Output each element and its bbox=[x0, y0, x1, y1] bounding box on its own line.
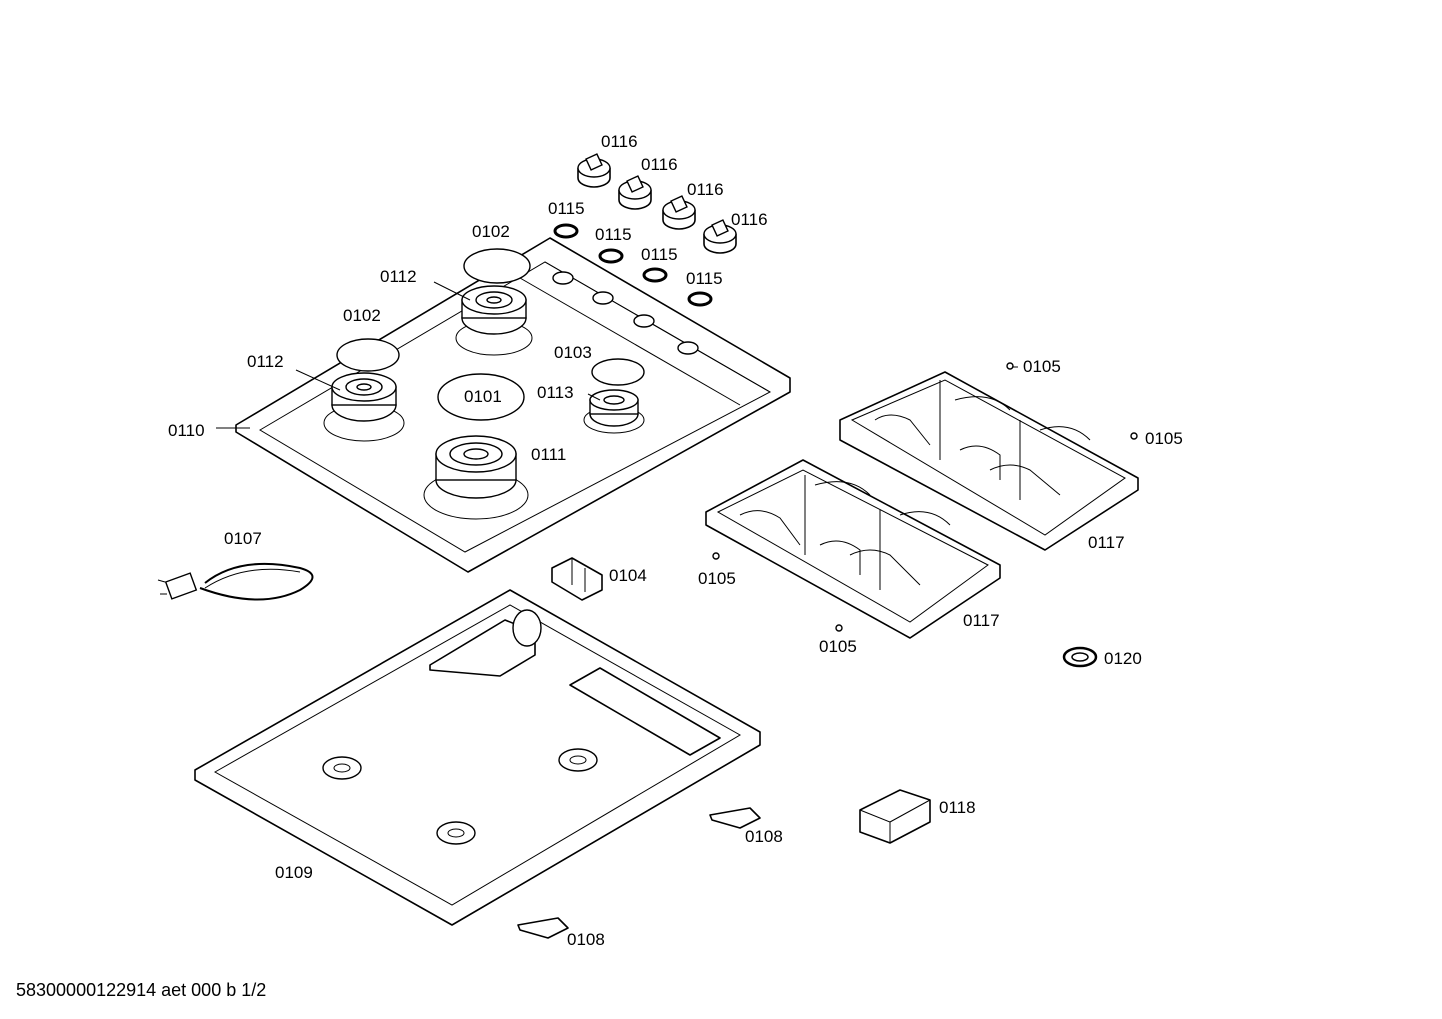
screw-1 bbox=[1006, 362, 1014, 370]
knob-4 bbox=[703, 219, 737, 254]
power-cable bbox=[157, 562, 314, 601]
knob-2 bbox=[618, 175, 652, 210]
label-knob-1: 0116 bbox=[601, 132, 638, 151]
label-ring-1: 0115 bbox=[548, 199, 585, 218]
label-cap-large-1: 0102 bbox=[472, 222, 510, 241]
ring-3 bbox=[642, 267, 668, 283]
bracket bbox=[551, 557, 603, 601]
burner-0113-small bbox=[589, 389, 639, 427]
screw-2 bbox=[1130, 432, 1138, 440]
label-bottom-tray: 0109 bbox=[275, 863, 313, 882]
cap-0102-lower bbox=[336, 338, 400, 372]
label-cap-small: 0103 bbox=[554, 343, 592, 362]
label-box: 0118 bbox=[939, 798, 976, 817]
label-cable: 0107 bbox=[224, 529, 262, 548]
knob-3 bbox=[662, 195, 696, 230]
cap-0101-center bbox=[437, 373, 525, 421]
label-grate-1: 0117 bbox=[1088, 533, 1125, 552]
label-hob-top: 0110 bbox=[168, 421, 205, 440]
label-clip-2: 0108 bbox=[567, 930, 605, 949]
knob-1 bbox=[577, 153, 611, 188]
grate-left bbox=[705, 459, 1001, 639]
label-cap-center: 0101 bbox=[464, 387, 502, 406]
label-screw-4: 0105 bbox=[819, 637, 857, 656]
ring-1 bbox=[553, 223, 579, 239]
burner-0112-upper bbox=[461, 285, 527, 335]
label-ring-3: 0115 bbox=[641, 245, 678, 264]
label-screw-1: 0105 bbox=[1023, 357, 1061, 376]
cap-0103-small bbox=[591, 358, 645, 386]
cap-0102-upper bbox=[463, 248, 531, 284]
nozzle-ring bbox=[1062, 646, 1098, 668]
burner-0111-wok bbox=[435, 435, 517, 499]
label-screw-2: 0105 bbox=[1145, 429, 1183, 448]
bottom-tray bbox=[194, 589, 761, 926]
label-knob-3: 0116 bbox=[687, 180, 724, 199]
label-clip-1: 0108 bbox=[745, 827, 783, 846]
screw-3 bbox=[712, 552, 720, 560]
document-footer: 58300000122914 aet 000 b 1/2 bbox=[16, 980, 267, 1000]
clip-1 bbox=[709, 807, 761, 829]
label-knob-4: 0116 bbox=[731, 210, 768, 229]
label-ring-4: 0115 bbox=[686, 269, 723, 288]
grate-right bbox=[839, 371, 1139, 551]
label-nozzle-ring: 0120 bbox=[1104, 649, 1142, 668]
label-burner-1: 0112 bbox=[380, 267, 417, 286]
ring-4 bbox=[687, 291, 713, 307]
label-bracket: 0104 bbox=[609, 566, 647, 585]
label-burner-2: 0112 bbox=[247, 352, 284, 371]
clip-2 bbox=[517, 917, 569, 939]
label-grate-2: 0117 bbox=[963, 611, 1000, 630]
screw-4 bbox=[835, 624, 843, 632]
label-cap-large-2: 0102 bbox=[343, 306, 381, 325]
leader-lines bbox=[216, 281, 1018, 429]
label-screw-3: 0105 bbox=[698, 569, 736, 588]
label-ring-2: 0115 bbox=[595, 225, 632, 244]
burner-0112-lower bbox=[331, 372, 397, 422]
box bbox=[859, 789, 931, 844]
label-burner-wok: 0111 bbox=[531, 445, 566, 464]
ring-2 bbox=[598, 248, 624, 264]
label-burner-small: 0113 bbox=[537, 383, 574, 402]
label-knob-2: 0116 bbox=[641, 155, 678, 174]
part-labels: 0116 0116 0116 0116 0115 0115 0115 0115 … bbox=[168, 132, 1183, 949]
